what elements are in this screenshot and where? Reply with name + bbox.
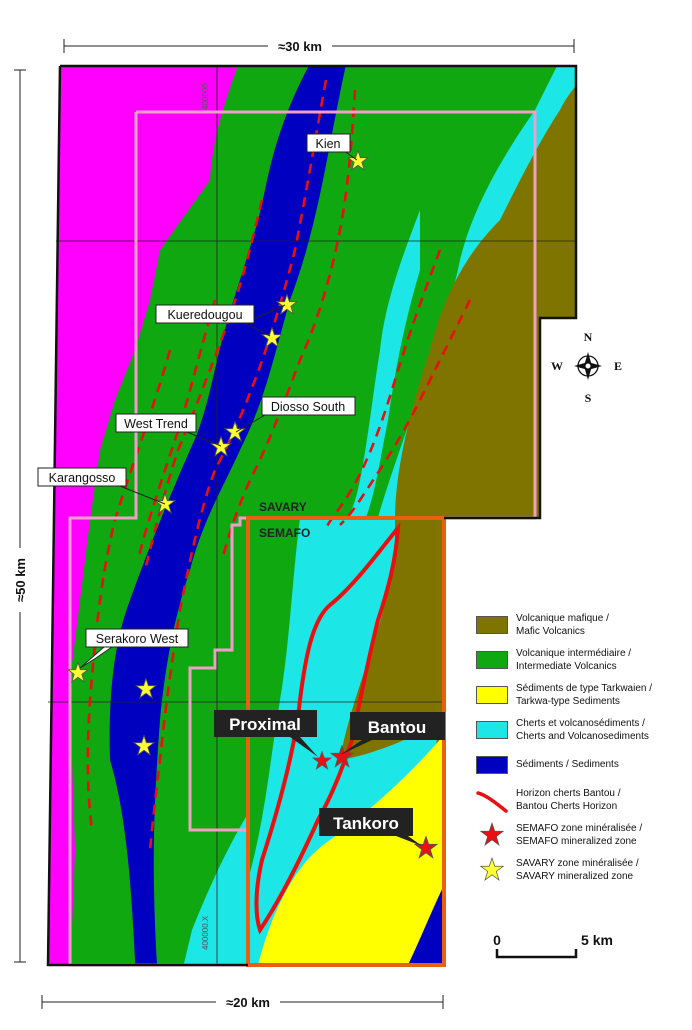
- legend-cherts-en: Cherts and Volcanosediments: [516, 731, 649, 742]
- width-label: ≈30 km: [278, 39, 322, 54]
- legend-item-sediments: Sédiments / Sediments: [472, 752, 690, 776]
- legend-swatch-sediments: [476, 756, 508, 774]
- legend-item-horizon: Horizon cherts Bantou / Bantou Cherts Ho…: [472, 787, 690, 813]
- label-west-trend: West Trend: [124, 417, 188, 431]
- bottom-width-dimension: ≈20 km: [41, 994, 444, 1012]
- scale-bar: 0 5 km: [493, 932, 613, 959]
- legend-savary-en: SAVARY mineralized zone: [516, 871, 634, 882]
- savary-zone-label: SAVARY: [259, 500, 307, 514]
- legend-tarkwa-fr: Sédiments de type Tarkwaien /: [516, 683, 653, 694]
- map-border: [46, 64, 578, 967]
- legend-cherts-fr: Cherts et volcanosédiments /: [516, 718, 645, 729]
- compass-east-label: E: [614, 359, 622, 373]
- legend-swatch-mafic: [476, 616, 508, 634]
- legend-sediments-fr: Sédiments / Sediments: [516, 759, 619, 770]
- legend-swatch-tarkwa: [476, 686, 508, 704]
- legend-intermediate-fr: Volcanique intermédiaire /: [516, 648, 632, 659]
- scale-end-label: 5 km: [581, 932, 613, 948]
- legend-item-cherts: Cherts et volcanosédiments / Cherts and …: [472, 717, 690, 742]
- tarkwa-sediments-area: [258, 735, 444, 965]
- legend-mafic-en: Mafic Volcanics: [516, 626, 585, 637]
- label-box-bantou: [350, 712, 445, 740]
- label-box-karangosso: [37, 467, 127, 487]
- scale-start-label: 0: [493, 932, 501, 948]
- legend-item-intermediate: Volcanique intermédiaire / Intermediate …: [472, 647, 690, 672]
- legend-item-savary-zone: SAVARY zone minéralisée / SAVARY mineral…: [472, 857, 690, 882]
- bantou-cherts-horizon: [254, 521, 401, 935]
- label-box-diosso-south: [261, 396, 356, 416]
- legend-intermediate-en: Intermediate Volcanics: [516, 661, 617, 672]
- label-karangosso: Karangosso: [49, 471, 116, 485]
- label-box-serakoro-west: [85, 628, 189, 648]
- label-box-kueredougou: [155, 304, 255, 324]
- label-diosso-south: Diosso South: [271, 400, 345, 414]
- legend-red-star-icon: [479, 822, 505, 846]
- label-box-kien: [306, 133, 351, 153]
- legend-horizon-line-icon: [476, 791, 508, 813]
- semafo-permit-outline: [246, 516, 446, 967]
- compass-west-label: W: [551, 359, 563, 373]
- height-label: ≈50 km: [13, 558, 28, 602]
- legend-yellow-star-icon: [479, 857, 505, 881]
- place-labels: Kien Kueredougou Diosso South West Trend…: [37, 133, 358, 669]
- legend-horizon-en: Bantou Cherts Horizon: [516, 801, 618, 812]
- width-dimension: ≈30 km: [63, 37, 575, 55]
- label-kien: Kien: [315, 137, 340, 151]
- legend-item-semafo-zone: SEMAFO zone minéralisée / SEMAFO mineral…: [472, 822, 690, 847]
- compass-north-label: N: [584, 330, 593, 344]
- label-box-west-trend: [115, 413, 197, 433]
- label-serakoro-west: Serakoro West: [96, 632, 179, 646]
- compass-south-label: S: [585, 391, 592, 405]
- legend-item-tarkwa: Sédiments de type Tarkwaien / Tarkwa-typ…: [472, 682, 690, 707]
- legend-horizon-fr: Horizon cherts Bantou /: [516, 788, 621, 799]
- bottom-coordinate-label: 400000.X: [201, 915, 210, 950]
- bottom-width-label: ≈20 km: [226, 995, 270, 1010]
- compass-rose: N S E W: [551, 330, 622, 405]
- legend-swatch-intermediate: [476, 651, 508, 669]
- map-legend: Volcanique mafique / Mafic Volcanics Vol…: [472, 612, 690, 892]
- legend-savary-fr: SAVARY zone minéralisée /: [516, 858, 639, 869]
- sediments-band: [109, 66, 347, 965]
- legend-semafo-en: SEMAFO mineralized zone: [516, 836, 637, 847]
- legend-tarkwa-en: Tarkwa-type Sediments: [516, 696, 620, 707]
- label-kueredougou: Kueredougou: [167, 308, 242, 322]
- height-dimension: ≈50 km: [11, 69, 29, 963]
- legend-semafo-fr: SEMAFO zone minéralisée /: [516, 823, 643, 834]
- legend-item-mafic: Volcanique mafique / Mafic Volcanics: [472, 612, 690, 637]
- legend-swatch-cherts: [476, 721, 508, 739]
- magenta-unit: [48, 66, 240, 965]
- label-box-tankoro: [319, 808, 413, 836]
- label-bantou: Bantou: [368, 718, 427, 737]
- legend-mafic-fr: Volcanique mafique /: [516, 613, 609, 624]
- label-tankoro: Tankoro: [333, 814, 399, 833]
- deposit-labels: Proximal Bantou Tankoro: [214, 710, 445, 846]
- label-proximal: Proximal: [229, 715, 301, 734]
- top-coordinate-label: 400000: [201, 83, 210, 110]
- label-box-proximal: [214, 710, 317, 737]
- semafo-zone-label: SEMAFO: [259, 526, 310, 540]
